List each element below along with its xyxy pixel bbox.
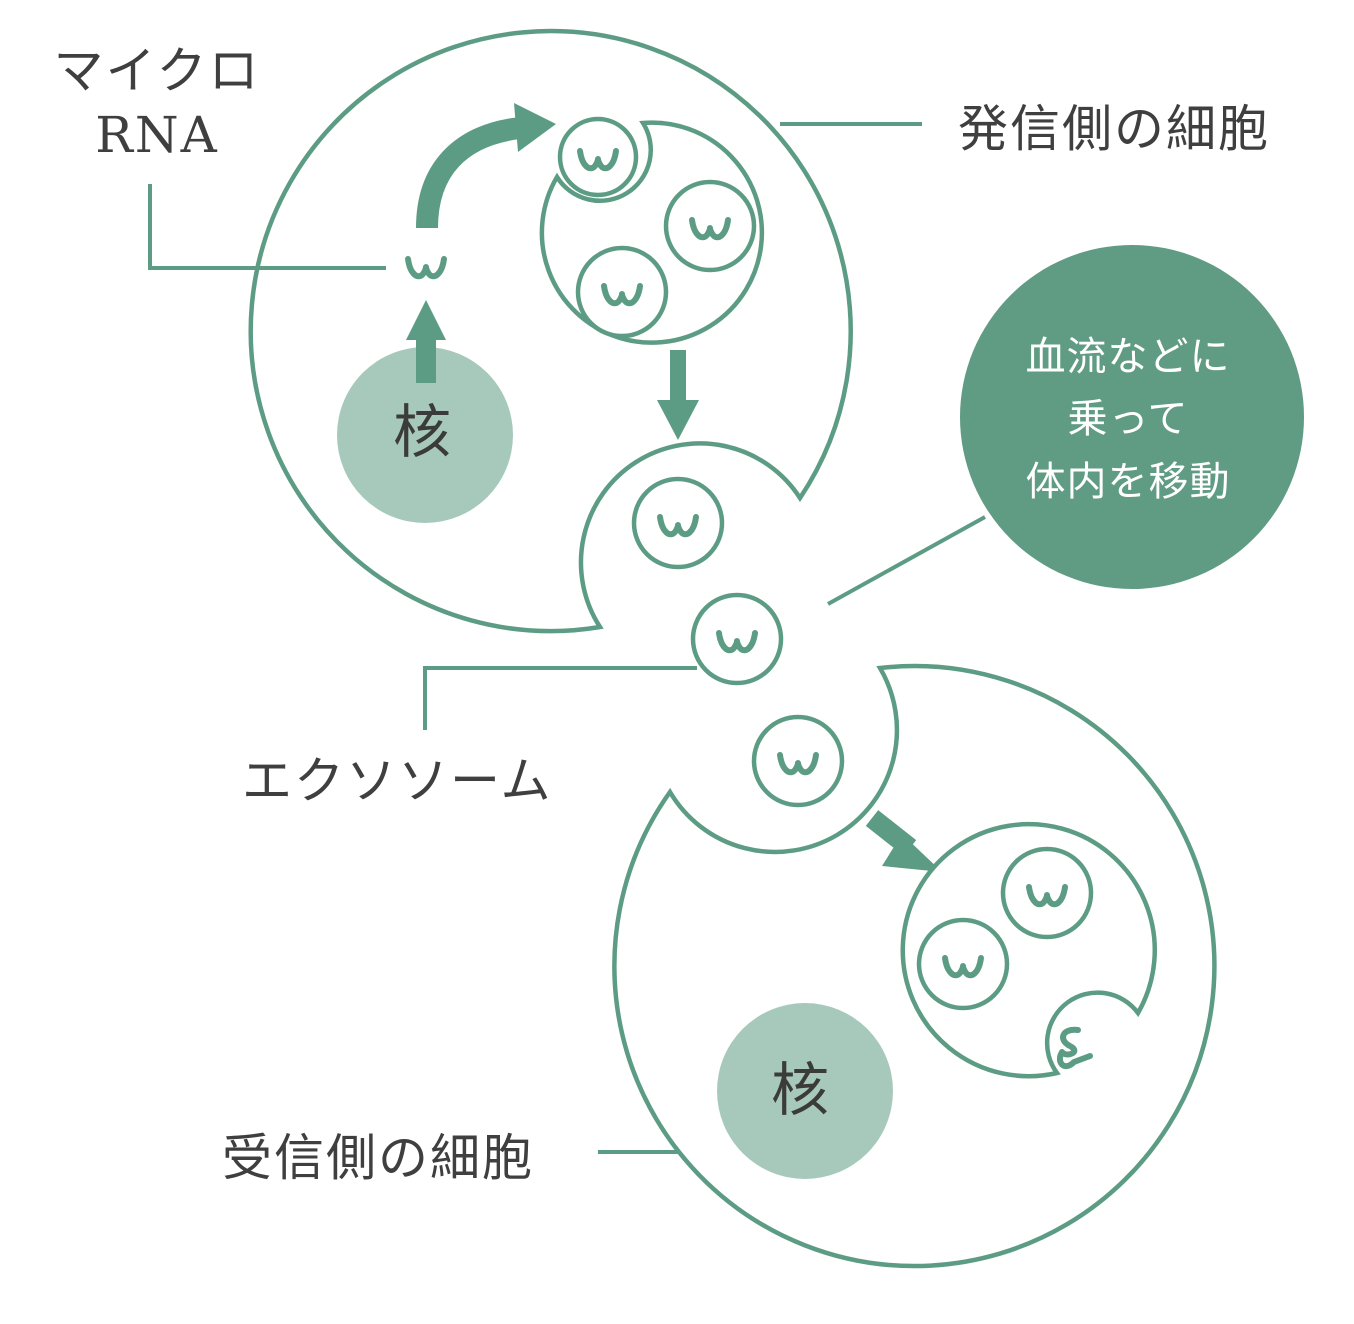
bubble-line-3: 体内を移動 xyxy=(1026,459,1231,505)
uptake-arrow xyxy=(865,810,942,872)
uptaken-exosome xyxy=(751,714,845,808)
secretion-arrow xyxy=(657,350,699,440)
receiver-cell-label: 受信側の細胞 xyxy=(222,1129,534,1187)
microrna-leader-line xyxy=(148,184,386,270)
transcription-arrow xyxy=(406,300,446,383)
bubble-line-1: 血流などに xyxy=(1026,334,1231,380)
bubble-line-2: 乗って xyxy=(1068,396,1189,442)
released-microrna-icon xyxy=(1056,1026,1093,1070)
bloodstream-bubble xyxy=(960,245,1304,589)
sender-nucleus-label: 核 xyxy=(393,398,451,466)
receiver-vesicle xyxy=(1000,846,1094,940)
sender-vesicle xyxy=(663,179,757,273)
sender-cell-label: 発信側の細胞 xyxy=(958,100,1270,158)
receiver-nucleus xyxy=(717,1003,893,1179)
receiver-nucleus-label: 核 xyxy=(771,1056,829,1124)
exosome xyxy=(690,592,784,686)
sender-vesicle xyxy=(575,245,669,339)
receiver-vesicle xyxy=(916,917,1010,1011)
exosome-label: エクソソーム xyxy=(242,752,553,810)
exosome-leader-line xyxy=(423,666,697,730)
microrna-label-line-2: RNA xyxy=(95,106,219,164)
transport-arrow xyxy=(416,103,556,229)
sender-vesicle xyxy=(557,116,639,198)
secreted-exosome xyxy=(631,476,725,570)
bubble-leader-line xyxy=(827,515,986,606)
microrna-label-line-1: マイクロ xyxy=(54,42,261,100)
sender-nucleus xyxy=(337,347,513,523)
sender-cell-membrane xyxy=(248,28,853,634)
